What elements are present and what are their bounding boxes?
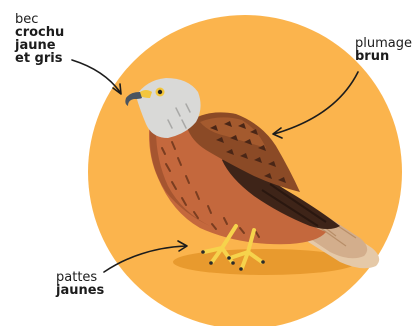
- beak-arrow-icon: [72, 60, 120, 92]
- label-feet-bold: jaunes: [56, 284, 104, 297]
- label-feet: pattes jaunes: [56, 271, 104, 297]
- label-beak: bec crochu jaune et gris: [15, 13, 64, 65]
- label-plumage: plumage brun: [355, 37, 412, 63]
- label-plumage-bold: brun: [355, 50, 412, 63]
- label-beak-bold-3: et gris: [15, 52, 64, 65]
